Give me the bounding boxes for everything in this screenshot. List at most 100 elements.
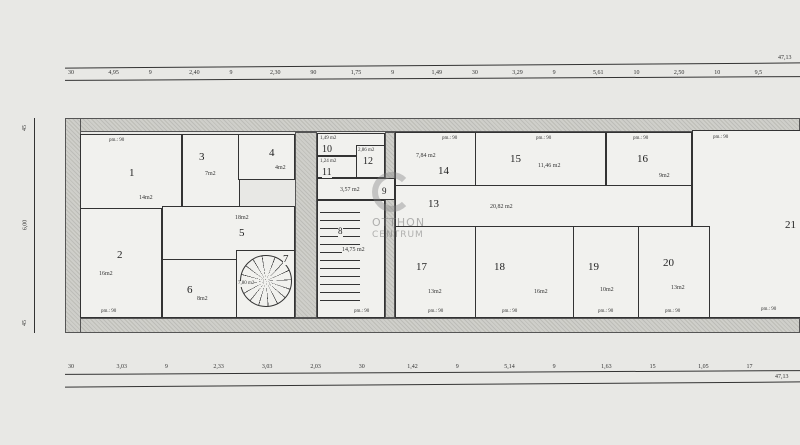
left-dimension: 45 xyxy=(22,125,28,131)
left-dimension: 6,00 xyxy=(22,219,29,231)
room-number: 13 xyxy=(428,198,439,211)
room-number: 2 xyxy=(117,249,123,262)
room-area: 16m2 xyxy=(99,271,113,279)
dimension-label: 9 xyxy=(164,364,168,370)
dimension-label: 10 xyxy=(714,70,721,76)
bottom-total-dimension: 47,13 xyxy=(775,374,789,380)
room-area: 8m2 xyxy=(197,296,208,304)
room-area: 7,80 m2 xyxy=(238,281,255,287)
room-number: 5 xyxy=(239,227,245,240)
sill-label: pm.: 90 xyxy=(502,309,518,314)
room-number: 4 xyxy=(269,147,275,160)
room-number: 3 xyxy=(199,151,205,164)
room-16[interactable]: 16 9m2 pm.: 90 xyxy=(606,132,692,187)
room-number: 21 xyxy=(785,219,796,232)
room-17[interactable]: 17 13m2 pm.: 90 xyxy=(395,226,477,318)
room-area: 10m2 xyxy=(600,287,614,295)
dimension-label: 15 xyxy=(649,364,656,370)
room-20[interactable]: 20 13m2 pm.: 90 xyxy=(638,226,710,318)
dimension-label: 9 xyxy=(229,70,233,76)
dimension-label: 2,03 xyxy=(310,364,321,370)
sill-label: pm.: 90 xyxy=(536,136,552,141)
dimension-label: 3,03 xyxy=(261,364,273,370)
room-13[interactable]: 13 20,82 m2 xyxy=(395,185,692,228)
room-area: 7,84 m2 xyxy=(416,153,436,161)
top-total-dimension: 47,13 xyxy=(778,55,792,61)
dimension-label: 10 xyxy=(633,70,640,76)
sill-label: pm.: 90 xyxy=(633,136,649,141)
room-area: 13m2 xyxy=(428,289,442,297)
dimension-label: 5,61 xyxy=(593,70,604,76)
room-number: 16 xyxy=(637,153,648,166)
watermark: OTTHON CENTRUM xyxy=(372,216,425,242)
room-number: 15 xyxy=(510,153,521,166)
room-number: 18 xyxy=(494,261,505,274)
left-dimension-line xyxy=(34,118,35,333)
room-area: 4m2 xyxy=(275,165,286,173)
dimension-label: 9 xyxy=(148,70,152,76)
room-area: 9m2 xyxy=(659,173,670,181)
room-number: 7 xyxy=(283,253,289,266)
room-number: 6 xyxy=(187,284,193,297)
staircase-icon xyxy=(320,205,360,305)
room-area: 16m2 xyxy=(534,289,548,297)
room-number: 17 xyxy=(416,261,427,274)
room-18[interactable]: 18 16m2 pm.: 90 xyxy=(475,226,574,318)
room-area: 3,57 m2 xyxy=(340,187,360,195)
top-dimension-line xyxy=(65,76,800,81)
room-number: 10 xyxy=(322,144,332,155)
room-19[interactable]: 19 10m2 pm.: 90 xyxy=(573,226,639,318)
sill-label: pm.: 90 xyxy=(354,309,370,314)
outer-wall-left xyxy=(65,118,81,333)
room-area: 20,82 m2 xyxy=(490,204,513,212)
room-area: 14m2 xyxy=(139,195,153,203)
room-6[interactable]: 6 8m2 xyxy=(162,259,237,318)
dimension-label: 2,50 xyxy=(673,70,685,76)
dimension-label: 90 xyxy=(310,70,317,76)
room-number: 20 xyxy=(663,257,674,270)
room-11[interactable]: 11 1,24 m2 xyxy=(317,156,357,178)
room-1[interactable]: 1 14m2 pm.: 90 xyxy=(80,134,182,210)
room-number: 11 xyxy=(322,167,332,178)
room-number: 1 xyxy=(129,167,135,180)
sill-label: pm.: 90 xyxy=(761,307,777,312)
dimension-label: 9 xyxy=(455,364,459,370)
watermark-logo-icon xyxy=(372,172,412,212)
room-number: 14 xyxy=(438,165,449,178)
room-15[interactable]: 15 11,46 m2 pm.: 90 xyxy=(475,132,606,187)
dimension-label: 9 xyxy=(552,70,556,76)
room-4[interactable]: 4 4m2 xyxy=(238,134,295,180)
sill-label: pm.: 90 xyxy=(598,309,614,314)
sill-label: pm.: 90 xyxy=(101,309,117,314)
dimension-label: 9 xyxy=(391,70,395,76)
watermark-line2: CENTRUM xyxy=(372,230,424,240)
room-3[interactable]: 3 7m2 xyxy=(182,134,240,208)
outer-wall-top xyxy=(65,118,800,132)
dimension-label: 30 xyxy=(68,70,74,76)
room-area: 11,46 m2 xyxy=(538,163,561,171)
dimension-label: 5,14 xyxy=(504,364,515,370)
dimension-label: 1,63 xyxy=(601,364,612,370)
room-2[interactable]: 2 16m2 pm.: 90 xyxy=(80,208,162,318)
room-area: 2,86 m2 xyxy=(358,148,375,154)
inner-wall-stair-right xyxy=(385,132,395,318)
dimension-label: 2,40 xyxy=(189,70,200,76)
room-area: 1,49 m2 xyxy=(320,136,337,142)
sill-label: pm.: 90 xyxy=(428,309,444,314)
watermark-line1: OTTHON xyxy=(372,216,426,229)
bottom-total-dimension-line xyxy=(65,381,800,388)
sill-label: pm.: 90 xyxy=(442,136,458,141)
sill-label: pm.: 90 xyxy=(665,309,681,314)
dimension-label: 2,30 xyxy=(269,70,281,76)
outer-wall-bottom xyxy=(65,318,800,333)
top-total-dimension-line xyxy=(65,62,800,69)
room-area: 7m2 xyxy=(205,171,216,179)
room-21[interactable]: 21 pm.: 90 pm.: 90 xyxy=(692,130,800,318)
dimension-label: 30 xyxy=(68,364,74,370)
dimension-label: 2,33 xyxy=(213,364,224,370)
dimension-label: 3,29 xyxy=(512,70,523,76)
room-12[interactable]: 12 2,86 m2 xyxy=(356,145,385,178)
dimension-label: 30 xyxy=(358,364,365,370)
dimension-label: 3,03 xyxy=(116,364,127,370)
room-area: 13m2 xyxy=(671,285,685,293)
